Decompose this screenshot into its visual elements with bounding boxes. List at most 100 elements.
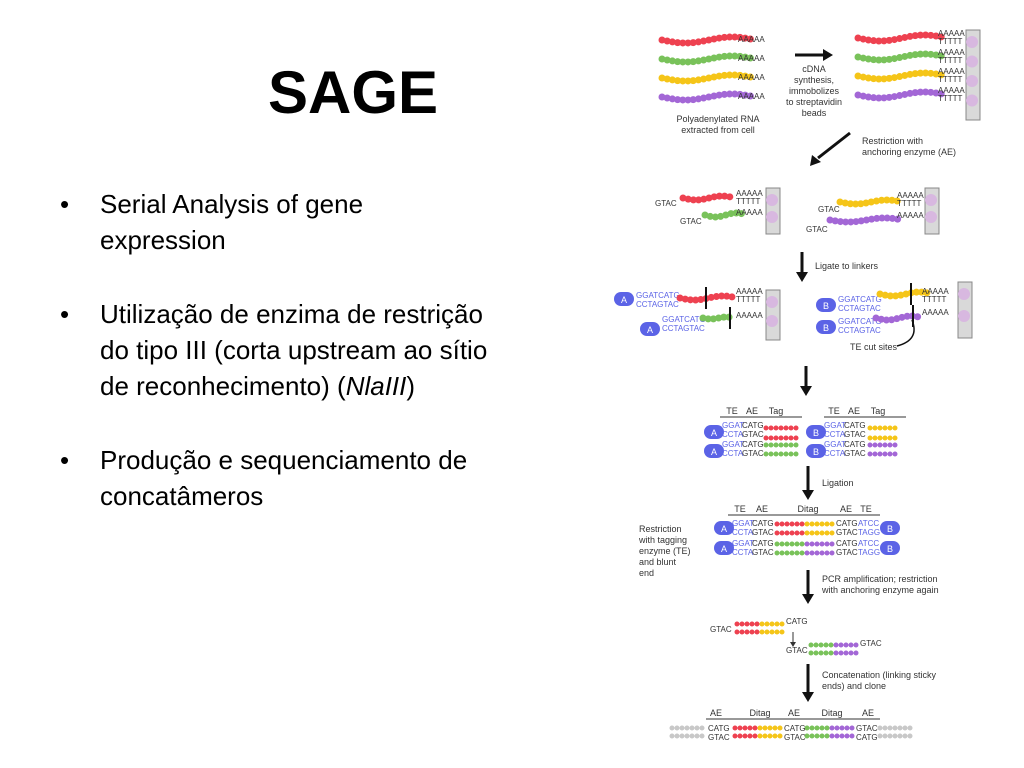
linker-label: B xyxy=(813,447,819,457)
column-header: TE xyxy=(860,504,872,514)
nucleotide-bead xyxy=(838,650,844,656)
nucleotide-bead xyxy=(669,725,675,731)
nucleotide-bead xyxy=(901,90,909,98)
polyA-tail: AAAAA xyxy=(736,311,763,320)
sequence-label: GTAC xyxy=(786,646,808,655)
nucleotide-bead xyxy=(870,75,878,83)
nucleotide-bead xyxy=(731,71,739,79)
nucleotide-bead xyxy=(843,642,849,648)
nucleotide-bead xyxy=(669,733,675,739)
linker-pill xyxy=(704,444,724,458)
streptavidin-bead xyxy=(966,36,978,48)
nucleotide-bead xyxy=(853,650,859,656)
polyA-tail: AAAAA xyxy=(897,191,924,200)
linker-label: B xyxy=(823,301,829,311)
nucleotide-bead xyxy=(663,75,671,83)
nucleotide-bead xyxy=(839,725,845,731)
nucleotide-bead xyxy=(747,733,753,739)
nucleotide-bead xyxy=(679,96,687,104)
nucleotide-bead xyxy=(749,629,755,635)
nucleotide-bead xyxy=(882,425,888,431)
nucleotide-bead xyxy=(700,94,708,102)
nucleotide-bead xyxy=(694,725,700,731)
sequence-label: CCTA xyxy=(722,430,744,439)
nucleotide-bead xyxy=(872,435,878,441)
column-header: TE xyxy=(726,406,738,416)
nucleotide-bead xyxy=(789,530,795,536)
nucleotide-bead xyxy=(824,550,830,556)
nucleotide-bead xyxy=(906,89,914,97)
polyA-tail: AAAAA xyxy=(938,86,965,95)
nucleotide-bead xyxy=(844,725,850,731)
nucleotide-bead xyxy=(799,541,805,547)
linker-label: A xyxy=(647,325,653,335)
nucleotide-bead xyxy=(804,521,810,527)
polyA-tail: AAAAA xyxy=(938,29,965,38)
nucleotide-bead xyxy=(668,57,676,65)
sequence-label: CATG xyxy=(836,539,858,548)
sequence-label: GGATCATG xyxy=(662,315,706,324)
streptavidin-bead xyxy=(766,296,778,308)
sequence-label: CATG xyxy=(844,421,866,430)
nucleotide-bead xyxy=(772,733,778,739)
nucleotide-bead xyxy=(658,55,666,63)
sequence-label: GTAC xyxy=(844,430,866,439)
nucleotide-bead xyxy=(907,725,913,731)
nucleotide-bead xyxy=(892,733,898,739)
nucleotide-bead xyxy=(864,55,872,63)
nucleotide-bead xyxy=(779,550,785,556)
sequence-label: GTAC xyxy=(752,528,774,537)
nucleotide-bead xyxy=(679,58,687,66)
nucleotide-bead xyxy=(769,621,775,627)
nucleotide-bead xyxy=(887,425,893,431)
nucleotide-bead xyxy=(697,296,705,304)
sequence-label: CATG xyxy=(708,724,730,733)
nucleotide-bead xyxy=(911,89,919,97)
column-header: AE xyxy=(862,708,874,718)
nucleotide-bead xyxy=(763,435,769,441)
nucleotide-bead xyxy=(859,54,867,62)
nucleotide-bead xyxy=(658,93,666,101)
nucleotide-bead xyxy=(906,51,914,59)
sequence-label: GGATCATG xyxy=(838,317,882,326)
nucleotide-bead xyxy=(808,642,814,648)
linker-label: A xyxy=(621,295,627,305)
polyadenylated-label: Polyadenylated RNA xyxy=(676,114,759,124)
nucleotide-bead xyxy=(892,442,898,448)
nucleotide-bead xyxy=(706,212,714,220)
linker-pill xyxy=(816,298,836,312)
linker-pill xyxy=(806,444,826,458)
nucleotide-bead xyxy=(752,733,758,739)
nucleotide-bead xyxy=(867,425,873,431)
nucleotide-bead xyxy=(859,35,867,43)
bullet-text-end: ) xyxy=(406,371,416,401)
nucleotide-bead xyxy=(705,36,713,44)
nucleotide-bead xyxy=(829,733,835,739)
nucleotide-bead xyxy=(681,295,689,303)
nucleotide-bead xyxy=(715,192,723,200)
nucleotide-bead xyxy=(862,199,870,207)
streptavidin-bead xyxy=(958,310,970,322)
nucleotide-bead xyxy=(818,650,824,656)
nucleotide-bead xyxy=(854,34,862,42)
te-cut-pointer xyxy=(896,319,915,347)
linker-pill xyxy=(880,521,900,535)
nucleotide-bead xyxy=(794,550,800,556)
nucleotide-bead xyxy=(705,55,713,63)
rna-strand xyxy=(658,71,754,85)
linker-pill xyxy=(640,322,660,336)
linker-label: A xyxy=(711,428,717,438)
nucleotide-bead xyxy=(705,93,713,101)
rna-strand xyxy=(658,90,754,104)
pcr-label: with anchoring enzyme again xyxy=(821,585,939,595)
nucleotide-bead xyxy=(831,217,839,225)
sequence-label: GTAC xyxy=(680,217,702,226)
nucleotide-bead xyxy=(684,39,692,47)
nucleotide-bead xyxy=(774,621,780,627)
nucleotide-bead xyxy=(814,541,820,547)
ligate-label: Ligate to linkers xyxy=(815,261,879,271)
streptavidin-bead xyxy=(766,211,778,223)
nucleotide-bead xyxy=(778,435,784,441)
nucleotide-bead xyxy=(768,442,774,448)
